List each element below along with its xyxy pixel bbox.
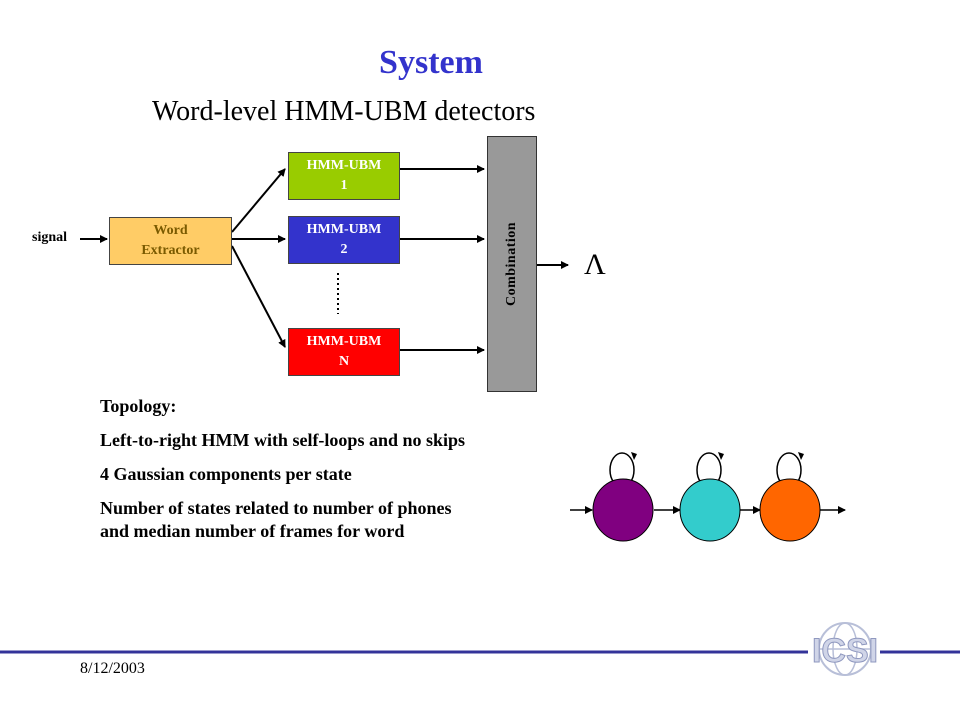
hmm-state [759, 478, 821, 542]
extractor-to-model1-arrow [231, 168, 286, 233]
hmm-ubm-box-2: HMM-UBM 2 [288, 216, 400, 264]
topology-item: 4 Gaussian components per state [100, 464, 352, 484]
hmm-states [592, 452, 821, 542]
extractor-to-modelN-arrow [231, 245, 286, 348]
topology-item: Number of states related to number of ph… [100, 498, 452, 541]
self-loop-arrowhead [798, 452, 804, 460]
hmm-ubm-box-n: HMM-UBM N [288, 328, 400, 376]
slide-subtitle: Word-level HMM-UBM detectors [152, 96, 536, 127]
model-index: 2 [340, 242, 348, 257]
hmm-state [592, 478, 654, 542]
word-extractor-box: Word Extractor [109, 217, 232, 265]
topology-item: Left-to-right HMM with self-loops and no… [100, 430, 466, 450]
self-loop-arrowhead [718, 452, 724, 460]
hmm-state [679, 478, 741, 542]
slide-date: 8/12/2003 [80, 660, 145, 677]
hmm-ubm-box-1: HMM-UBM 1 [288, 152, 400, 200]
combination-label: Combination [504, 221, 519, 307]
self-loop-arrowhead [631, 452, 637, 460]
model-index: N [338, 354, 350, 369]
model-index: 1 [340, 178, 348, 193]
combination-box: Combination [487, 136, 537, 392]
model-name: HMM-UBM [306, 334, 382, 349]
topology-text: Topology: Left-to-right HMM with self-lo… [100, 395, 470, 554]
model-name: HMM-UBM [306, 158, 382, 173]
model-name: HMM-UBM [306, 222, 382, 237]
slide-title: System [379, 44, 483, 81]
word-extractor-label: Word Extractor [141, 223, 200, 258]
svg-text:ICSI: ICSI [812, 632, 878, 670]
topology-heading: Topology: [100, 396, 177, 416]
output-lambda: Λ [584, 248, 606, 281]
signal-label: signal [32, 230, 68, 245]
icsi-logo: ICSI [811, 622, 879, 676]
